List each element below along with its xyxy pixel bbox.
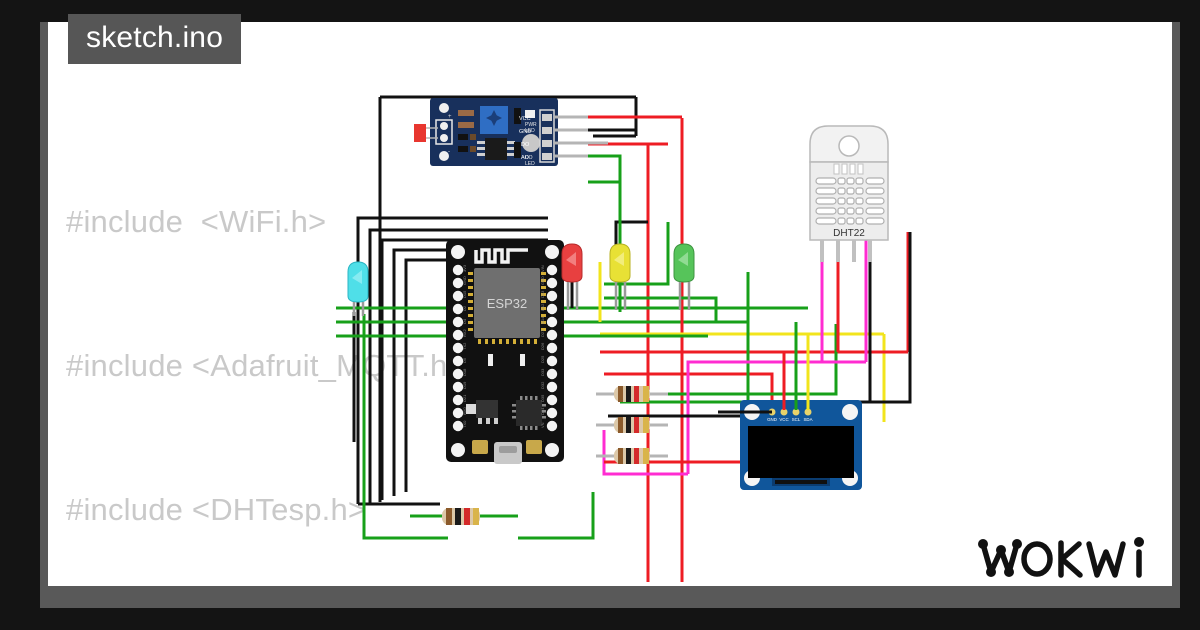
svg-text:VCC: VCC [519, 116, 531, 122]
svg-text:D35: D35 [540, 394, 545, 402]
code-line: #include <DHTesp.h> [66, 492, 367, 527]
code-text-layer: #include <WiFi.h> #include <Adafruit_MQT… [66, 102, 1166, 586]
svg-text:DO: DO [525, 155, 533, 161]
photoresistor-sensor-module: + - [414, 98, 608, 167]
resistor-3 [596, 448, 668, 464]
svg-text:AO: AO [521, 155, 530, 161]
svg-text:PWR: PWR [525, 122, 537, 128]
dht22-label: DHT22 [833, 228, 865, 239]
code-line: #include <WiFi.h> [66, 204, 327, 239]
ssd1306-oled-display: GND VCC SCL SDA [740, 400, 862, 490]
svg-text:VIN: VIN [540, 265, 545, 272]
svg-text:SDA: SDA [803, 417, 812, 422]
svg-text:GND: GND [519, 129, 531, 135]
led-cyan [347, 261, 369, 316]
svg-text:TX0: TX0 [462, 420, 467, 428]
resistor-1 [596, 386, 668, 402]
svg-text:GND: GND [767, 417, 777, 422]
svg-text:DO: DO [521, 142, 530, 148]
svg-text:+: + [448, 114, 452, 120]
svg-text:D33: D33 [540, 368, 545, 376]
svg-text:GND: GND [462, 276, 467, 285]
svg-text:D34: D34 [540, 407, 545, 415]
svg-text:LED: LED [525, 161, 535, 167]
svg-text:D18: D18 [462, 368, 467, 376]
svg-text:VCC: VCC [779, 417, 788, 422]
wokwi-logo: WOKWI [975, 528, 1155, 593]
svg-text:D2: D2 [462, 305, 467, 311]
svg-text:D25: D25 [540, 355, 545, 363]
svg-text:SCL: SCL [792, 417, 801, 422]
svg-text:D19: D19 [462, 381, 467, 389]
svg-text:VN: VN [540, 422, 545, 428]
svg-text:TX2: TX2 [462, 342, 467, 350]
dht22-sensor: DHT22 [809, 125, 889, 262]
svg-text:-: - [448, 149, 450, 155]
svg-text:D5: D5 [462, 357, 467, 363]
led-yellow [609, 243, 631, 310]
circuit-layer: + - [48, 22, 1172, 586]
esp32-label: ESP32 [487, 296, 527, 311]
file-tab-sketch-ino[interactable]: sketch.ino [68, 14, 242, 64]
resistor-2 [596, 417, 668, 433]
svg-text:RX2: RX2 [462, 328, 467, 337]
svg-text:LED: LED [525, 128, 535, 134]
svg-text:D4: D4 [462, 318, 467, 324]
code-line: #include <Adafruit_MQTT.h> [66, 348, 466, 383]
svg-text:GND: GND [540, 276, 545, 285]
diagram-canvas: #include <WiFi.h> #include <Adafruit_MQT… [48, 22, 1172, 586]
esp32-devkit-board: ESP32 [446, 240, 564, 464]
svg-text:D26: D26 [540, 342, 545, 350]
svg-text:D14: D14 [540, 316, 545, 324]
svg-text:D13: D13 [540, 290, 545, 298]
resistor-4 [410, 508, 518, 525]
led-red [561, 243, 583, 310]
svg-text:RX0: RX0 [462, 406, 467, 415]
svg-text:D27: D27 [540, 329, 545, 337]
svg-text:3V3: 3V3 [462, 264, 467, 272]
svg-text:D21: D21 [462, 394, 467, 402]
led-green [673, 243, 695, 310]
svg-text:D32: D32 [540, 381, 545, 389]
svg-text:D15: D15 [462, 290, 467, 298]
svg-text:D12: D12 [540, 303, 545, 311]
